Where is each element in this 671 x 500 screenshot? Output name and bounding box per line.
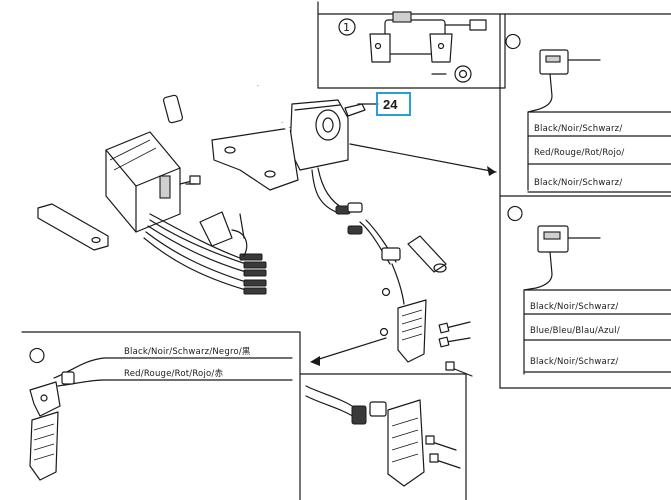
wire-label-b1: Black/Noir/Schwarz/	[530, 302, 618, 312]
wire-label-c2: Red/Rouge/Rot/Rojo/赤	[124, 369, 223, 379]
right-inset-a: Black/Noir/Schwarz/ Red/Rouge/Rot/Rojo/ …	[505, 33, 671, 193]
cdi-unit	[105, 131, 201, 233]
wire-label-a3: Black/Noir/Schwarz/	[534, 178, 622, 188]
arrow-head-left	[310, 356, 320, 366]
callout-box	[376, 92, 411, 116]
right-inset-b: Black/Noir/Schwarz/ Blue/Bleu/Blau/Azul/…	[507, 205, 671, 375]
leader-line-to-left-inset	[315, 337, 387, 361]
spark-plug-cap	[199, 211, 248, 257]
wire-label-a2: Red/Rouge/Rot/Rojo/	[534, 148, 625, 158]
callout-24[interactable]: 24	[357, 92, 411, 116]
top-inset-index-label: 1	[343, 21, 350, 34]
top-inset-ignition-coil: 1	[338, 11, 487, 83]
arrow-head-right	[487, 166, 496, 176]
wire-label-c1: Black/Noir/Schwarz/Negro/黒	[124, 347, 251, 357]
center-connectors	[347, 219, 447, 305]
cdi-wiring-harness	[143, 213, 267, 295]
high-tension-cable	[162, 63, 291, 132]
callout-label: 24	[383, 97, 398, 112]
left-inset-frame	[21, 331, 301, 500]
top-inset-frame	[317, 1, 506, 89]
exciter-coil	[379, 299, 427, 363]
bottom-inset-frame	[299, 373, 467, 500]
wire-label-a1: Black/Noir/Schwarz/	[534, 124, 622, 134]
cdi-mounting-bracket	[37, 203, 109, 251]
ignition-coil	[289, 99, 366, 171]
wire-label-b2: Blue/Bleu/Blau/Azul/	[530, 326, 620, 336]
wire-label-b3: Black/Noir/Schwarz/	[530, 357, 618, 367]
coil-leads	[311, 167, 363, 215]
leader-line-to-right-inset	[349, 143, 497, 173]
bottom-inset	[305, 385, 461, 487]
coil-bracket	[211, 127, 299, 191]
mounting-bolts	[185, 183, 473, 377]
right-inset-frame	[499, 13, 671, 389]
left-inset: Black/Noir/Schwarz/Negro/黒 Red/Rouge/Rot…	[29, 347, 293, 481]
